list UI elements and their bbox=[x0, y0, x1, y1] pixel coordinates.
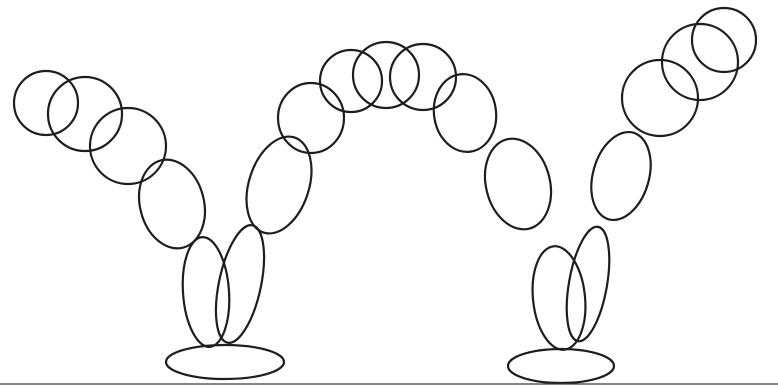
ball-frame-18 bbox=[582, 125, 661, 227]
ball-frame-6 bbox=[207, 221, 273, 347]
ball-frame-5 bbox=[179, 236, 233, 349]
ball-frame-15 bbox=[528, 244, 591, 353]
ball-frame-17 bbox=[508, 349, 614, 383]
ball-frame-16 bbox=[559, 224, 617, 345]
ball-frames bbox=[14, 8, 756, 383]
ball-frame-2 bbox=[48, 77, 122, 151]
ball-frame-9 bbox=[278, 83, 344, 153]
ball-frame-21 bbox=[692, 8, 756, 72]
ball-frame-11 bbox=[353, 42, 419, 108]
ball-frame-12 bbox=[390, 44, 456, 110]
ball-frame-7 bbox=[166, 345, 284, 379]
ball-frame-4 bbox=[130, 153, 214, 256]
ball-frame-14 bbox=[476, 132, 560, 237]
ball-frame-13 bbox=[429, 70, 501, 156]
ball-frame-10 bbox=[320, 50, 382, 112]
